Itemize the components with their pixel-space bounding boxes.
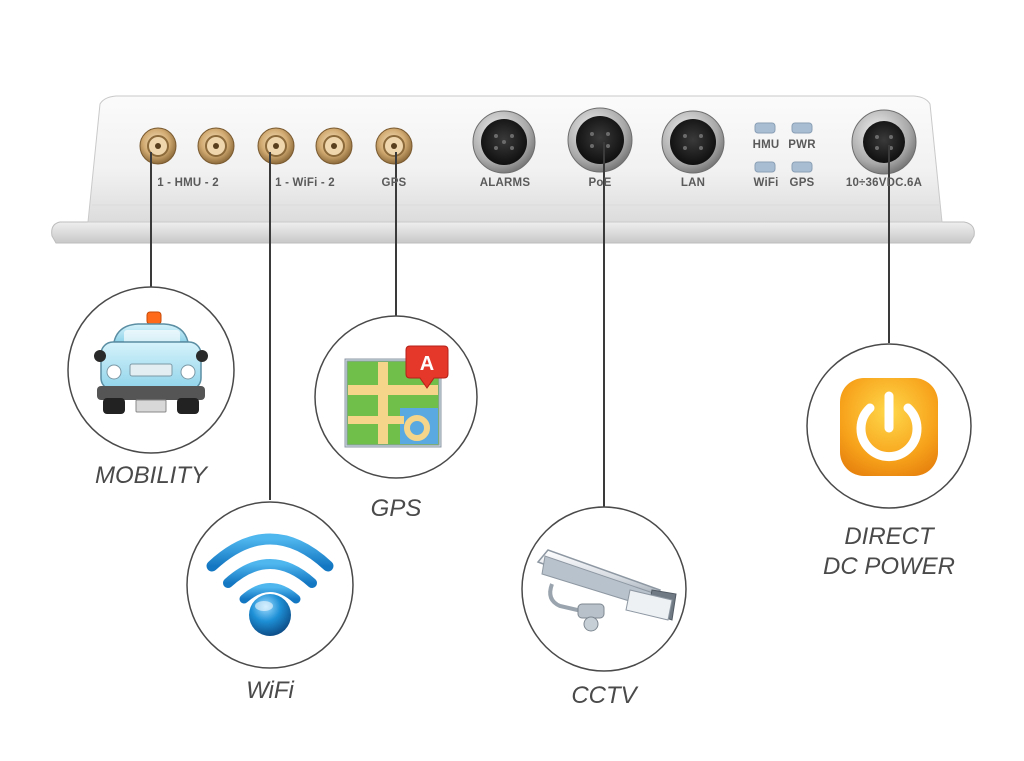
- gps-antenna-port: [375, 127, 413, 165]
- poe-port: [567, 107, 633, 173]
- dc-power-port: [851, 109, 917, 175]
- pwr-led: [791, 122, 813, 134]
- connector-lines: [150, 142, 890, 510]
- hmu-antenna-port-1: [139, 127, 177, 165]
- poe-port-label: PoE: [588, 177, 612, 189]
- alarms-port-label: ALARMS: [479, 177, 531, 189]
- wifi-antenna-port-1: [257, 127, 295, 165]
- power-port-label: 10÷36VDC.6A: [845, 177, 923, 189]
- power-feature: [806, 343, 972, 509]
- pwr-led-label: PWR: [788, 139, 816, 151]
- hmu-antenna-port-2: [197, 127, 235, 165]
- device-panel: [51, 95, 975, 244]
- map-icon: A: [344, 345, 449, 448]
- wifi-led: [754, 161, 776, 173]
- gps-led: [791, 161, 813, 173]
- wifi-antenna-port-2: [315, 127, 353, 165]
- power-label-line1: DIRECT: [844, 523, 934, 550]
- mobility-feature: [67, 286, 235, 454]
- gps-led-label: GPS: [789, 177, 815, 189]
- wifi-feature: [186, 501, 354, 669]
- wifi-dot: [249, 594, 291, 636]
- gps-feature-label: GPS: [370, 495, 422, 522]
- power-icon: [856, 391, 922, 461]
- hmu-port-label: 1 - HMU - 2: [157, 177, 219, 189]
- map-marker-letter: A: [420, 353, 434, 375]
- gps-port-label: GPS: [381, 177, 407, 189]
- cctv-feature-label: CCTV: [571, 682, 637, 709]
- lan-port-label: LAN: [680, 177, 706, 189]
- wifi-feature-label: WiFi: [246, 677, 294, 704]
- wifi-led-label: WiFi: [753, 177, 779, 189]
- cctv-feature: [521, 506, 687, 672]
- wifi-port-label: 1 - WiFi - 2: [275, 177, 335, 189]
- power-label-line2: DC POWER: [823, 553, 955, 580]
- car-icon: [94, 311, 208, 414]
- lan-port: [661, 110, 725, 174]
- hmu-led-label: HMU: [752, 139, 780, 151]
- mobility-label: MOBILITY: [94, 462, 208, 489]
- hmu-led: [754, 122, 776, 134]
- device-base-lip: [51, 221, 975, 244]
- security-camera-icon: [536, 549, 677, 632]
- alarms-port: [472, 110, 536, 174]
- wifi-icon: [206, 533, 334, 604]
- gps-feature: A: [314, 315, 478, 479]
